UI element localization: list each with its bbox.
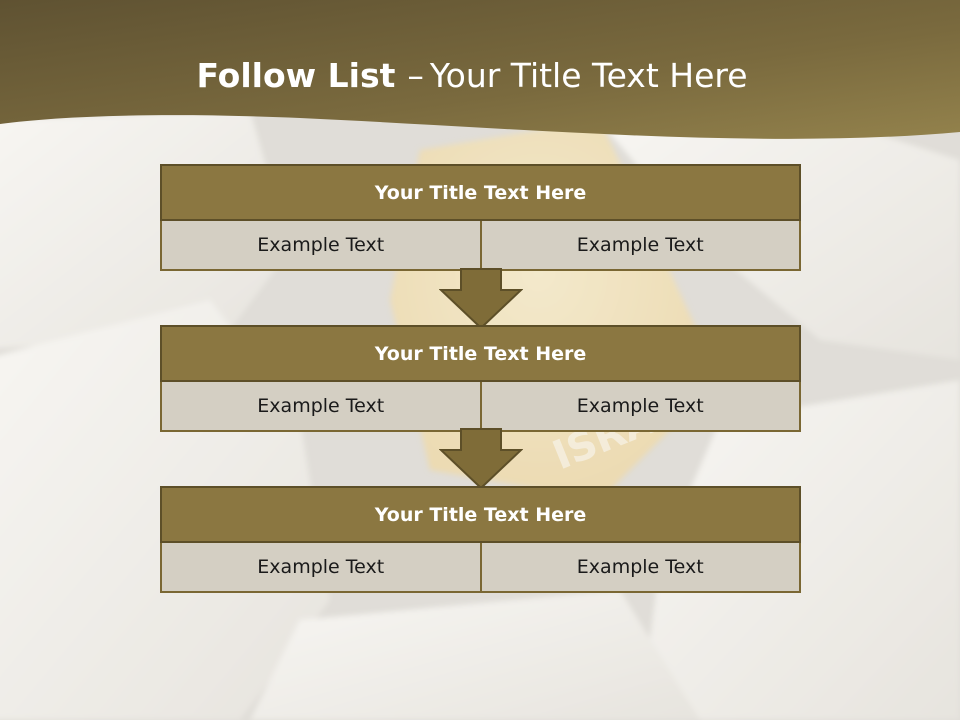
page-title-rest: Your Title Text Here (429, 56, 748, 95)
step-cell-left: Example Text (160, 221, 482, 271)
step-cell-right: Example Text (481, 543, 801, 593)
down-arrow-icon (439, 428, 523, 490)
step-cell-right: Example Text (481, 382, 801, 432)
page-title: Follow List–Your Title Text Here (0, 52, 944, 100)
step-cell-left: Example Text (160, 382, 482, 432)
step-row: Example Text Example Text (160, 221, 801, 271)
step-cell-left: Example Text (160, 543, 482, 593)
step-3: Your Title Text Here Example Text Exampl… (160, 486, 801, 593)
step-row: Example Text Example Text (160, 382, 801, 432)
header-band (0, 0, 960, 139)
step-1: Your Title Text Here Example Text Exampl… (160, 164, 801, 271)
step-title: Your Title Text Here (160, 486, 801, 543)
step-title: Your Title Text Here (160, 164, 801, 221)
page-title-bold: Follow List (196, 56, 396, 95)
step-2: Your Title Text Here Example Text Exampl… (160, 325, 801, 432)
step-title: Your Title Text Here (160, 325, 801, 382)
step-cell-right: Example Text (481, 221, 801, 271)
page-title-dash: – (407, 56, 424, 95)
down-arrow-icon (439, 268, 523, 330)
step-row: Example Text Example Text (160, 543, 801, 593)
